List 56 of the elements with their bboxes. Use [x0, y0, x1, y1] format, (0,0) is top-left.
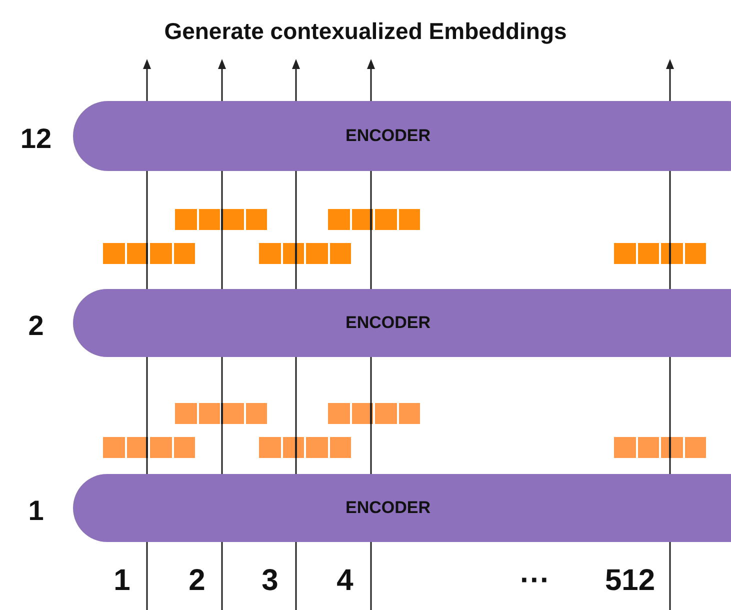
encoder-block [73, 101, 731, 171]
connector-line [295, 171, 297, 243]
connector-line [370, 357, 372, 403]
connector-line [146, 458, 148, 474]
encoder-label: ENCODER [345, 497, 430, 520]
layer-number: 1 [27, 494, 45, 528]
token-position: 512 [604, 563, 656, 599]
arrow [292, 59, 300, 101]
connector-line [295, 264, 297, 289]
layer-number: 12 [19, 122, 53, 156]
embedding-vector [175, 209, 267, 230]
encoder-label: ENCODER [345, 312, 430, 334]
connector-line [146, 171, 148, 243]
connector-line [221, 424, 223, 474]
embedding-vector [175, 403, 267, 424]
token-position: 4 [336, 563, 354, 599]
title: Generate contexualized Embeddings [163, 17, 568, 46]
connector-line [295, 357, 297, 437]
token-position: ··· [519, 563, 551, 599]
connector-line [669, 357, 671, 437]
connector-line [370, 542, 372, 610]
encoder-block [73, 289, 731, 357]
connector-line [669, 458, 671, 474]
connector-line [221, 171, 223, 209]
embedding-vector [259, 437, 351, 458]
connector-line [221, 230, 223, 289]
connector-line [295, 458, 297, 474]
token-position: 1 [112, 563, 132, 599]
connector-line [370, 230, 372, 289]
arrow [143, 59, 151, 101]
embedding-vector [328, 403, 420, 424]
arrow [367, 59, 375, 101]
connector-line [295, 542, 297, 610]
token-position: 3 [260, 563, 280, 599]
connector-line [146, 542, 148, 610]
embedding-vector [614, 437, 706, 458]
connector-line [669, 264, 671, 289]
embedding-vector [103, 243, 195, 264]
connector-line [370, 171, 372, 209]
encoder-label: ENCODER [345, 125, 430, 148]
embedding-vector [328, 209, 420, 230]
connector-line [146, 357, 148, 437]
encoder-block [73, 474, 731, 542]
embedding-vector [614, 243, 706, 264]
connector-line [146, 264, 148, 289]
token-position: 2 [188, 563, 206, 599]
arrow [218, 59, 226, 101]
connector-line [221, 357, 223, 403]
connector-line [370, 424, 372, 474]
embedding-vector [103, 437, 195, 458]
arrow [666, 59, 674, 101]
embedding-vector [259, 243, 351, 264]
connector-line [669, 542, 671, 610]
layer-number: 2 [27, 309, 45, 343]
connector-line [221, 542, 223, 610]
connector-line [669, 171, 671, 243]
